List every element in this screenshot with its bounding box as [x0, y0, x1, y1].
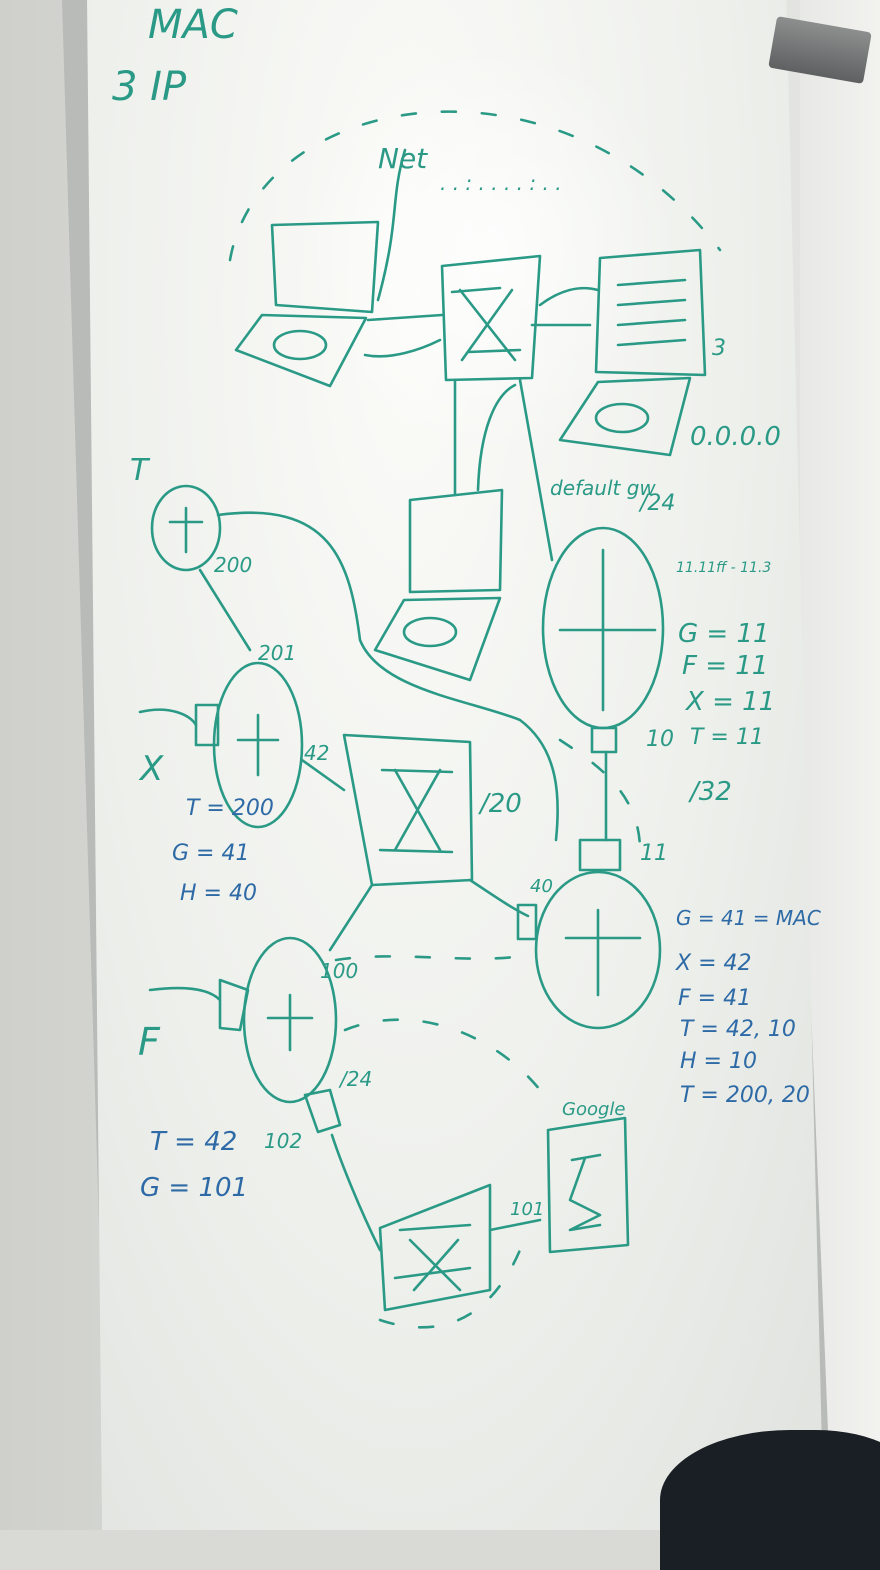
- br-route-f: F = 41: [678, 986, 751, 1011]
- header-ip: 3 IP: [112, 64, 187, 110]
- dashed-link-3: [558, 738, 642, 852]
- top-left-router: T 200: [130, 453, 559, 842]
- port-40: 40: [530, 876, 553, 897]
- bl-route-g: G = 101: [140, 1173, 248, 1203]
- google-port: 101: [510, 1199, 544, 1220]
- letter-f: F: [138, 1020, 161, 1064]
- google-server: Google 101: [510, 1099, 630, 1254]
- server-suffix: 3: [712, 336, 726, 361]
- zero-ip: 0.0.0.0: [690, 422, 781, 452]
- bottom-right-router: 11 40 G = 41 = MAC X = 42 F = 41 T = 42,…: [516, 838, 821, 1108]
- left-route-h: H = 40: [180, 881, 257, 906]
- laptop-middle: [373, 378, 517, 682]
- left-route-t: T = 200: [186, 796, 274, 821]
- center-switch: /20: [300, 733, 530, 952]
- port-42: 42: [304, 741, 329, 765]
- br-route-h: H = 10: [680, 1049, 757, 1074]
- port-11: 11: [640, 841, 668, 866]
- left-router: X 201 42 T = 200 G = 41 H = 40: [138, 641, 329, 906]
- route-t: T = 11: [690, 725, 764, 750]
- br-route-t1: T = 42, 10: [680, 1017, 796, 1042]
- left-route-g: G = 41: [172, 841, 249, 866]
- gw-mask: /24: [638, 491, 675, 516]
- default-gw: default gw: [550, 476, 656, 500]
- br-route-x: X = 42: [675, 951, 752, 976]
- mask-32: /32: [688, 777, 732, 807]
- light-glare: [300, 40, 680, 460]
- top-switch: [366, 254, 600, 382]
- bl-route-t: T = 42: [150, 1127, 237, 1157]
- right-router: default gw /24 11.11ff - 11.3 G = 11 F =…: [518, 378, 775, 842]
- laptop-right: 3 0.0.0.0: [558, 248, 781, 457]
- br-route-t2: T = 200, 20: [680, 1083, 810, 1108]
- letter-t: T: [130, 453, 151, 488]
- port-201: 201: [258, 641, 296, 665]
- br-route-g: G = 41 = MAC: [676, 906, 821, 930]
- dashed-link-1: [334, 953, 532, 962]
- route-g: G = 11: [678, 619, 770, 649]
- dashed-link-2: [343, 1018, 542, 1092]
- letter-x: X: [138, 749, 164, 789]
- network-drawing: MAC 3 IP Net . . : . . . . : . . 3 0.0.0…: [112, 2, 821, 1329]
- laptop-left: [234, 148, 442, 388]
- route-f: F = 11: [682, 651, 768, 681]
- net-dots: . . : . . . . : . .: [440, 171, 562, 195]
- bottom-switch: [330, 1133, 542, 1312]
- dashed-link-4: [378, 1248, 522, 1329]
- port-24: /24: [338, 1067, 372, 1091]
- port-100: 100: [320, 959, 358, 983]
- google-label: Google: [562, 1099, 625, 1120]
- port-102: 102: [264, 1129, 302, 1153]
- port-200: 200: [214, 553, 252, 577]
- bottom-left-router: F 100 /24 102 T = 42 G = 101: [138, 936, 372, 1203]
- header-mac: MAC: [148, 2, 238, 48]
- port-10: 10: [646, 727, 674, 752]
- switch-mask: /20: [478, 789, 522, 819]
- route-x: X = 11: [684, 687, 775, 717]
- range-label: 11.11ff - 11.3: [676, 560, 771, 576]
